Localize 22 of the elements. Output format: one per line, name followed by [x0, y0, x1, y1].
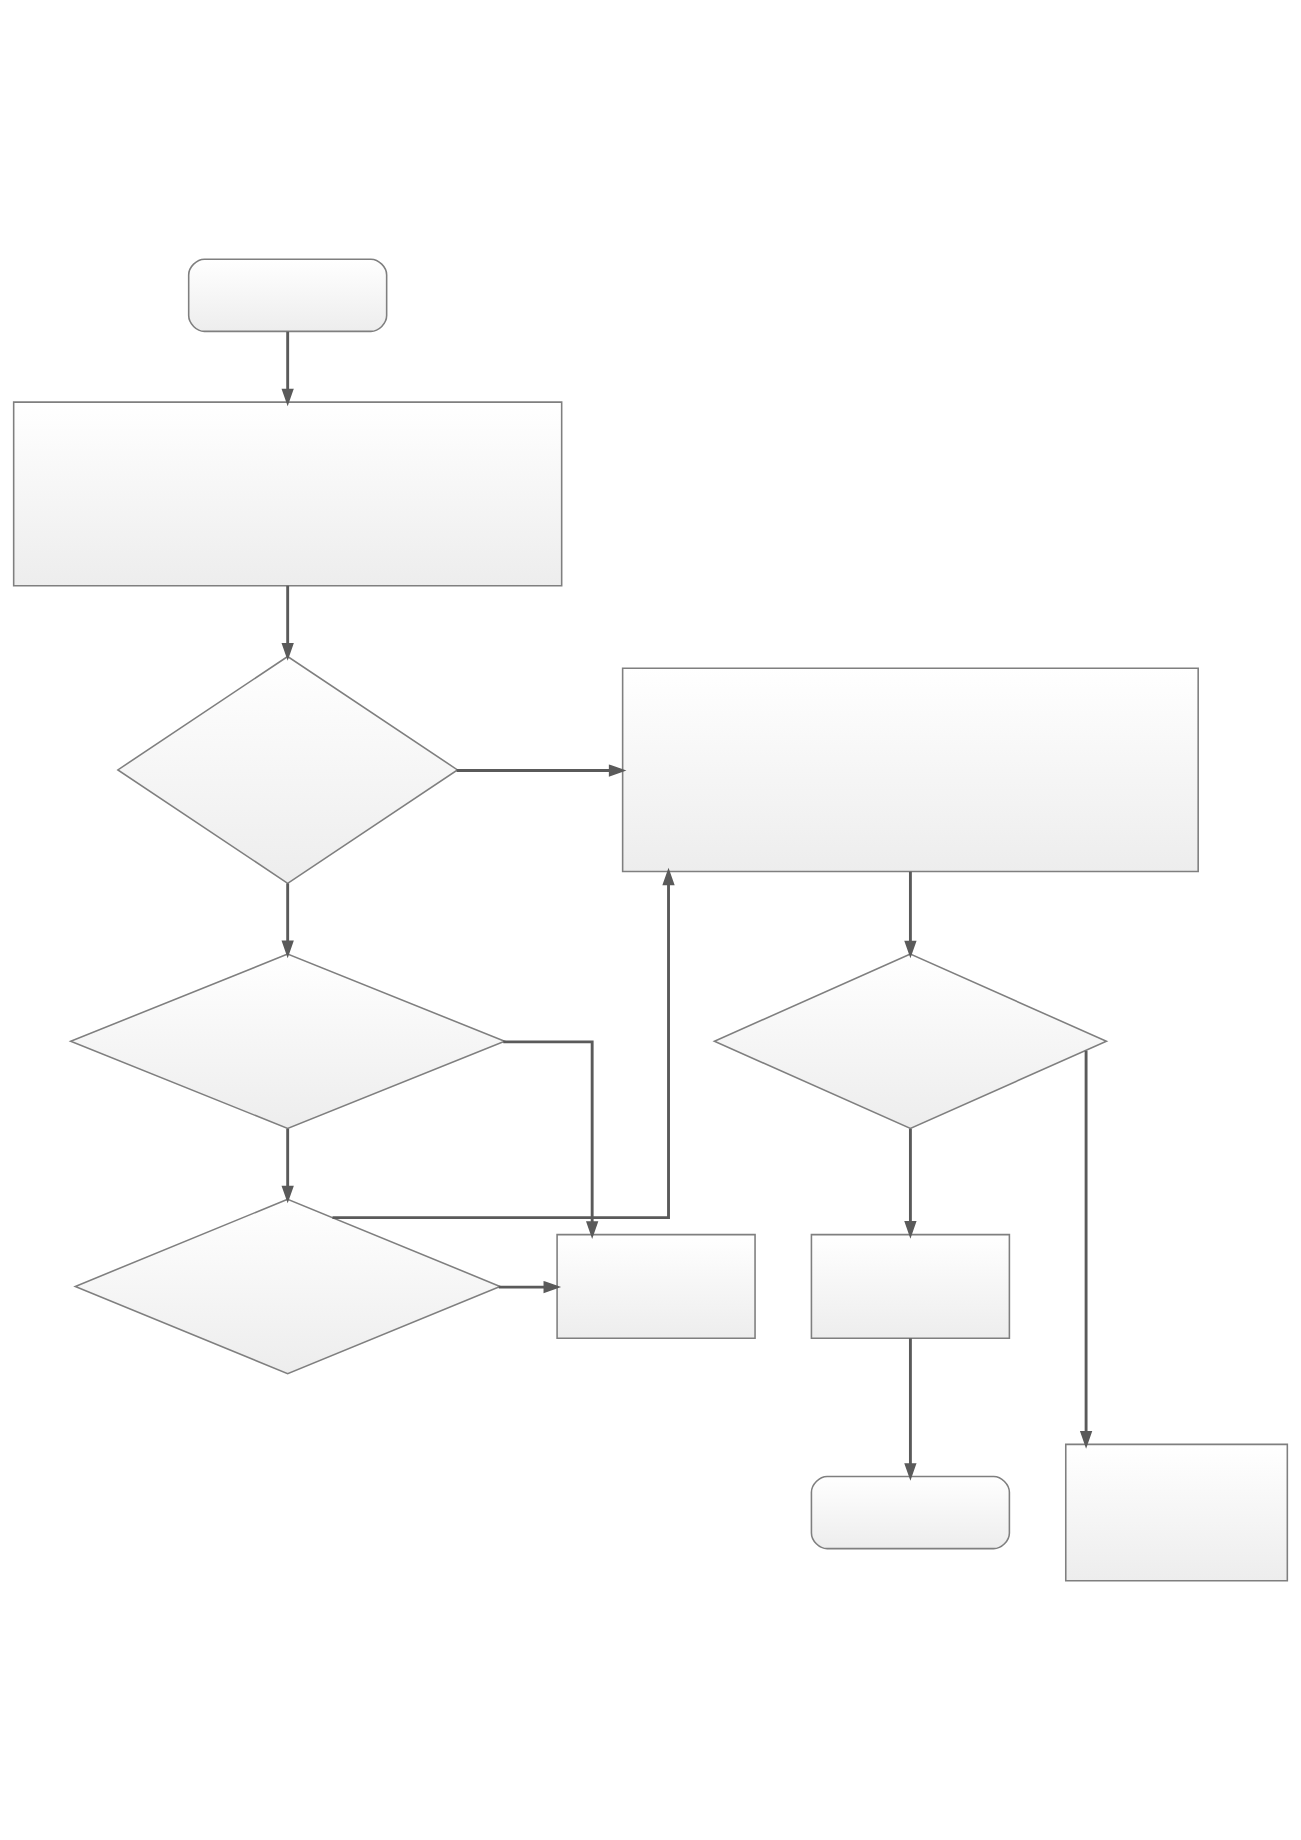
arrow	[1079, 1050, 1093, 1449]
node-box	[1065, 1443, 1289, 1582]
arrow	[281, 883, 294, 959]
arrow	[456, 764, 627, 777]
arrow	[904, 871, 917, 959]
arrow	[503, 1040, 599, 1239]
arrow	[332, 867, 675, 1220]
node-oval	[810, 1475, 1011, 1550]
node-box	[810, 1233, 1011, 1339]
node-diamond	[116, 655, 459, 885]
node-box	[12, 401, 563, 587]
arrow	[281, 331, 294, 407]
arrow	[904, 1128, 917, 1239]
arrow	[904, 1338, 917, 1481]
node-box	[621, 667, 1199, 873]
arrow	[281, 585, 294, 661]
node-box	[556, 1233, 756, 1339]
node-diamond	[73, 1198, 503, 1375]
node-oval	[187, 258, 388, 333]
node-diamond	[712, 953, 1109, 1130]
arrow	[281, 1128, 294, 1204]
arrow	[498, 1280, 562, 1294]
